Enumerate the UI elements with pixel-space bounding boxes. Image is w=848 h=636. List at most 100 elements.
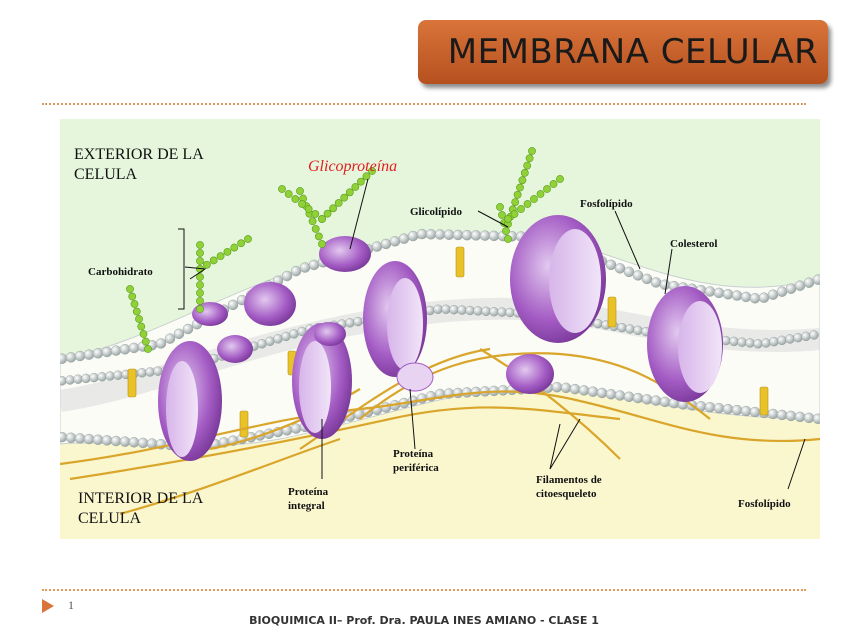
fosfolipido-top-label: Fosfolípido <box>580 198 633 210</box>
phospholipid-head <box>92 348 104 359</box>
phospholipid-head <box>164 333 176 344</box>
phospholipid-head <box>785 283 797 294</box>
phospholipid-head <box>89 372 99 383</box>
phospholipid-head <box>809 330 819 340</box>
phospholipid-head <box>793 332 803 343</box>
carbohydrate-bead <box>223 247 232 256</box>
phospholipid-head <box>596 387 608 399</box>
phospholipid-head <box>614 263 626 274</box>
phospholipid-head <box>425 229 437 240</box>
carbohydrate-chains <box>126 147 564 353</box>
glicolipido-label: Glicolípido <box>410 206 462 218</box>
phospholipid-head <box>801 331 811 342</box>
phospholipid-head <box>812 274 820 285</box>
carbohydrate-bead <box>517 205 525 213</box>
phospholipid-head <box>731 290 743 301</box>
phospholipid-head <box>105 371 115 381</box>
bottom-divider <box>42 589 806 591</box>
carbohydrate-bead <box>132 307 141 316</box>
phospholipid-head <box>617 322 627 333</box>
carbohydrate-bead <box>525 154 534 163</box>
phospholipid-head <box>290 423 302 434</box>
colesterol-label: Colesterol <box>670 238 717 250</box>
phospholipid-head <box>489 306 499 317</box>
phospholipid-head <box>97 372 107 382</box>
phospholipid-head <box>227 299 239 311</box>
carbohydrate-bead <box>329 204 338 213</box>
phospholipid-head <box>380 402 392 413</box>
carbohydrate-bead <box>298 200 306 208</box>
phospholipid-head <box>145 367 155 377</box>
phospholipid-head <box>704 286 716 297</box>
interior-label-line2: CELULA <box>78 510 142 527</box>
carbohydrate-bead <box>504 235 512 243</box>
carbohydrate-bead <box>511 198 520 206</box>
carbohydrate-bead <box>230 243 239 252</box>
phospholipid-head <box>758 292 770 303</box>
carbohydrate-bead <box>314 232 323 241</box>
phospholipid-head <box>803 412 815 424</box>
carbohydrate-bead <box>530 195 538 203</box>
phospholipid-head <box>605 389 617 400</box>
phospholipid-head <box>257 339 267 349</box>
carbohydrate-bead <box>556 175 564 183</box>
carbohydrate-bead <box>137 322 146 331</box>
phospholipid-head <box>776 286 788 297</box>
phospholipid-head <box>497 385 509 396</box>
carbohydrate-bead <box>536 190 545 198</box>
phospholipid-head <box>776 409 788 421</box>
phospholipid-head <box>569 383 581 395</box>
phospholipid-head <box>113 370 123 380</box>
carbohydrate-bead <box>345 188 354 197</box>
carbohydrate-bead <box>518 176 527 185</box>
carbohydrate-bead <box>543 185 551 193</box>
phospholipid-head <box>380 238 392 250</box>
carbohydrate-bead <box>528 147 536 155</box>
carbohydrate-bead <box>513 190 522 199</box>
phospholipid-head <box>650 395 662 406</box>
phospholipid-head <box>767 289 779 300</box>
phospholipid-head <box>289 329 299 339</box>
phospholipid-head <box>119 436 131 447</box>
phospholipid-head <box>65 352 77 363</box>
phospholipid-head <box>110 345 122 356</box>
phospholipid-head <box>110 435 122 447</box>
phospholipid-head <box>119 344 131 355</box>
phospholipid-head <box>128 342 140 354</box>
phospholipid-head <box>281 331 291 342</box>
phospholipid-head <box>173 328 185 340</box>
phospholipid-head <box>749 406 761 418</box>
phospholipid-head <box>713 402 725 414</box>
carbohydrate-bead <box>202 260 211 269</box>
proteina-periferica-label-2: periférica <box>393 462 439 474</box>
phospholipid-head <box>273 334 283 344</box>
phospholipid-head <box>623 266 635 278</box>
phospholipid-head <box>449 304 459 315</box>
phospholipid-head <box>650 277 662 288</box>
phospholipid-head <box>488 230 500 242</box>
carbohydrate-bead <box>237 239 246 248</box>
slide-number: 1 <box>68 598 74 612</box>
carbohydrate-bead <box>323 209 332 218</box>
phospholipid-head <box>441 304 451 315</box>
phospholipid-head <box>281 270 293 282</box>
top-divider <box>42 103 806 105</box>
phospholipid-head <box>614 390 626 401</box>
phospholipid-head <box>465 305 475 316</box>
carbohydrate-bead <box>196 297 204 305</box>
phospholipid-head <box>481 306 491 317</box>
slide-footer: BIOQUIMICA II– Prof. Dra. PAULA INES AMI… <box>249 614 599 627</box>
carbohydrate-bead <box>144 345 152 353</box>
carbohydrate-bead <box>308 217 317 226</box>
phospholipid-head <box>753 339 763 349</box>
carbohydrate-bead <box>311 210 320 218</box>
carbohydrate-bead <box>356 177 365 186</box>
phospholipid-head <box>101 435 113 446</box>
phospholipid-head <box>587 386 599 397</box>
phospholipid-head <box>137 368 147 378</box>
carbohydrate-bead <box>278 185 286 193</box>
carbohydrate-bead <box>334 199 343 207</box>
carbohydrate-bead <box>318 215 326 223</box>
carbohydrate-bead <box>351 183 360 191</box>
phospholipid-head <box>560 382 572 394</box>
